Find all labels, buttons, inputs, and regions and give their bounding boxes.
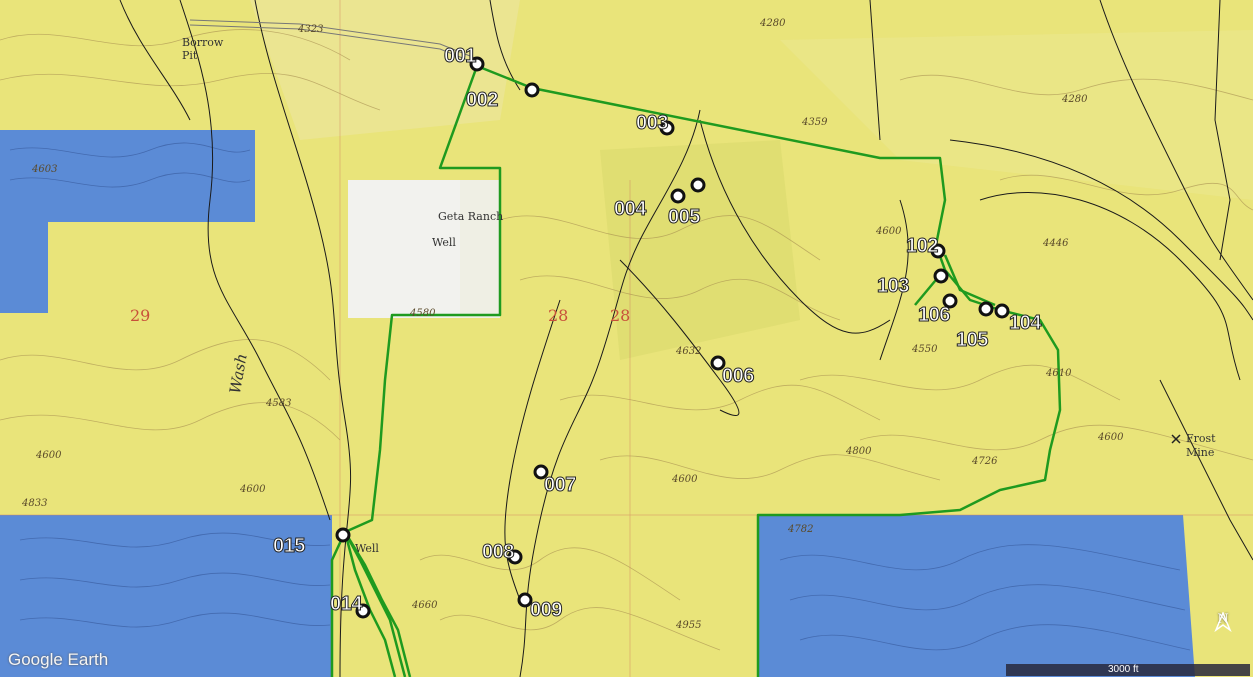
elevation-label: 4955	[676, 620, 702, 631]
feature-label-borrow: Borrow	[182, 36, 224, 49]
waypoint-label-009[interactable]: 009	[530, 599, 563, 621]
feature-label-well: Well	[432, 236, 456, 249]
waypoint-label-001[interactable]: 001	[444, 45, 477, 67]
waypoint-marker-004[interactable]	[670, 188, 686, 204]
waypoint-marker-008[interactable]	[507, 549, 523, 565]
waypoint-label-103[interactable]: 103	[877, 275, 910, 297]
feature-label-ranch: Geta Ranch	[438, 210, 504, 223]
state-contour-lines	[9, 142, 1191, 651]
elevation-label: 4800	[846, 446, 872, 457]
waypoint-label-002[interactable]: 002	[466, 89, 499, 111]
mine-icon	[1171, 434, 1181, 444]
waypoint-label-003[interactable]: 003	[636, 112, 669, 134]
north-arrow[interactable]: N	[1212, 612, 1234, 658]
waypoint-label-006[interactable]: 006	[722, 365, 755, 387]
waypoint-marker-009[interactable]	[517, 592, 533, 608]
drainage-lines	[119, 0, 1253, 677]
elevation-label: 4726	[972, 456, 998, 467]
waypoint-label-014[interactable]: 014	[330, 593, 363, 615]
waypoint-marker-003[interactable]	[659, 120, 675, 136]
ranch-parcel	[460, 180, 500, 318]
waypoint-label-105[interactable]: 105	[956, 329, 989, 351]
elevation-label: 4550	[912, 344, 938, 355]
waypoint-label-005[interactable]: 005	[668, 206, 701, 228]
elevation-label: 4600	[672, 474, 698, 485]
feature-label-well: Well	[355, 542, 379, 555]
elevation-label: 4600	[240, 484, 266, 495]
feature-label-mine: Mine	[1186, 446, 1215, 459]
north-arrow-icon	[1214, 612, 1232, 632]
elevation-label: 4833	[22, 498, 48, 509]
elevation-label: 4603	[32, 164, 58, 175]
elevation-label: 4323	[298, 24, 324, 35]
waypoint-marker-001[interactable]	[469, 56, 485, 72]
waypoint-label-015[interactable]: 015	[273, 535, 306, 557]
waypoint-marker-102[interactable]	[930, 243, 946, 259]
elevation-label: 4359	[802, 117, 828, 128]
road	[189, 19, 481, 66]
scale-bar-label: 3000 ft	[1108, 664, 1139, 675]
waypoint-label-004[interactable]: 004	[614, 198, 647, 220]
elevation-label: 4583	[266, 398, 292, 409]
waypoint-marker-014[interactable]	[355, 603, 371, 619]
section-number: 29	[130, 306, 151, 325]
ranch-parcel	[348, 180, 460, 318]
contour-lines	[0, 29, 1253, 651]
section-number: 28	[610, 306, 631, 325]
waypoint-label-106[interactable]: 106	[918, 304, 951, 326]
terrain-patch	[600, 140, 800, 360]
elevation-label: 4600	[876, 226, 902, 237]
elevation-label: 4580	[410, 308, 436, 319]
waypoint-marker-015[interactable]	[335, 527, 351, 543]
elevation-label: 4600	[36, 450, 62, 461]
waypoint-label-007[interactable]: 007	[544, 474, 577, 496]
scale-bar	[1006, 664, 1250, 676]
google-earth-logo: Google Earth	[8, 650, 109, 669]
waypoint-marker-103[interactable]	[933, 268, 949, 284]
elevation-label: 4446	[1043, 238, 1069, 249]
elevation-label: 4610	[1046, 368, 1072, 379]
state-land-area	[0, 130, 255, 313]
elevation-label: 4782	[788, 524, 814, 535]
elevation-label: 4280	[1062, 94, 1088, 105]
feature-label-frost: Frost	[1186, 432, 1216, 445]
waypoint-marker-105[interactable]	[978, 301, 994, 317]
waypoint-label-102[interactable]: 102	[906, 235, 939, 257]
waypoint-label-104[interactable]: 104	[1009, 312, 1042, 334]
waypoint-markers	[335, 56, 1010, 619]
section-number: 28	[548, 306, 569, 325]
elevation-label: 4660	[412, 600, 438, 611]
waypoint-marker-007[interactable]	[533, 464, 549, 480]
terrain-patch	[0, 0, 520, 140]
elevation-label: 4632	[676, 346, 702, 357]
state-land-area	[758, 515, 1195, 677]
waypoint-label-008[interactable]: 008	[482, 541, 515, 563]
waypoint-marker-006[interactable]	[710, 355, 726, 371]
feature-label-pit: Pit	[182, 49, 198, 62]
state-land-area	[0, 515, 332, 677]
north-label: N	[1217, 612, 1229, 627]
elevation-label: 4600	[1098, 432, 1124, 443]
waypoint-marker-005[interactable]	[690, 177, 706, 193]
waypoint-marker-106[interactable]	[942, 293, 958, 309]
waypoint-marker-002[interactable]	[524, 82, 540, 98]
elevation-label: 4280	[760, 18, 786, 29]
waypoint-marker-104[interactable]	[994, 303, 1010, 319]
